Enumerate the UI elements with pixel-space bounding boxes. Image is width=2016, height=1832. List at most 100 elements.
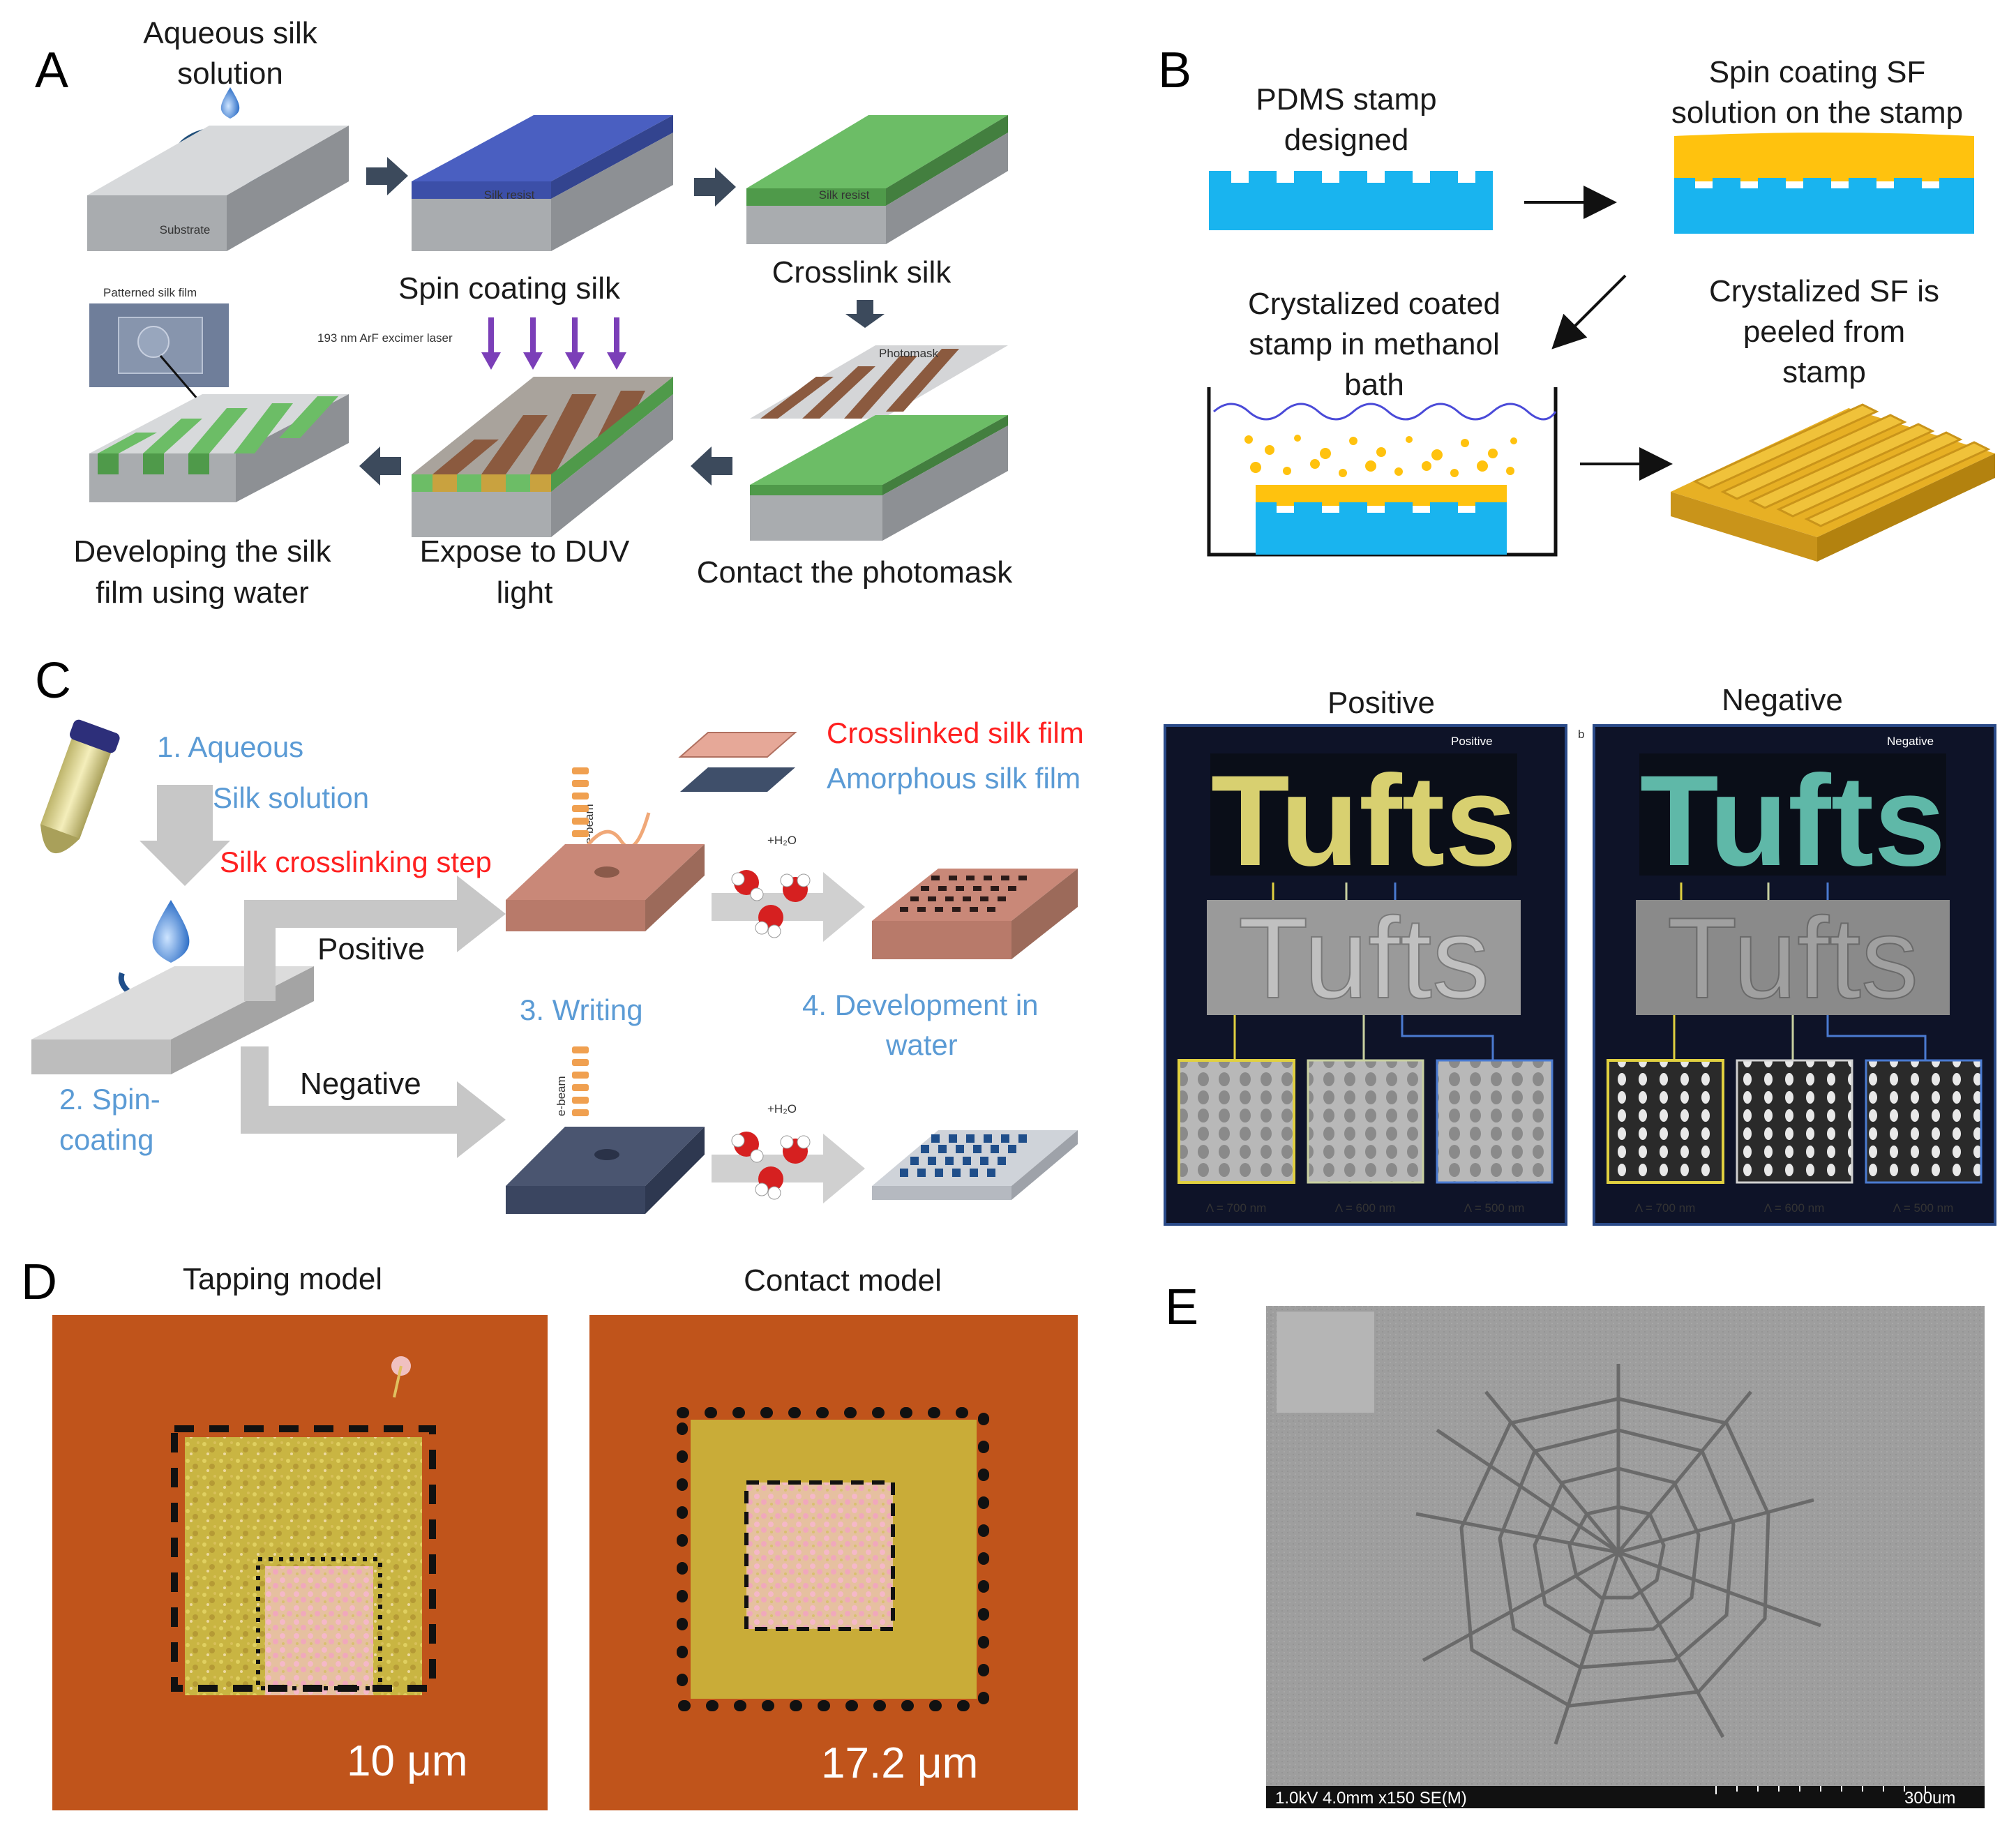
afm-tapping-image: 10 μm [52,1315,548,1810]
water-molecules-pos [731,870,811,938]
panel-e-letter: E [1165,1279,1198,1335]
peeled-label-2: peeled from [1743,315,1905,349]
crosslinked-film-label: Crosslinked silk film [827,716,1084,749]
arrow-right-icon [694,167,736,207]
panel-b: B PDMS stamp designed Spin coating SF so… [1158,43,1995,562]
spin-sf-label-1: Spin coating SF [1709,55,1926,89]
tufts-color-pos: Tufts [1211,749,1517,893]
pdms-stamp-label-2: designed [1284,123,1409,157]
flow-arrows [241,876,506,1158]
crosslinking-step-label: Silk crosslinking step [220,846,492,878]
tufts-positive-figure: Positive Tufts Tufts Λ = 700 nm Λ = 600 … [1164,724,1567,1226]
droplet-icon [152,900,190,963]
ebeam-label-neg: e-beam [555,1076,568,1116]
panel-c-letter: C [35,653,71,709]
tufts-sem-pos: Tufts [1238,894,1490,1022]
silk-resist-label-1: Silk resist [484,188,535,202]
develop-arrow-neg [712,1134,865,1203]
panel-d: D Tapping model Contact model 10 μm 17.2… [21,1254,1078,1810]
silk-tube-icon [40,719,120,853]
crosslink-silk-label: Crosslink silk [772,255,952,290]
step4-label-1: 4. Development in [802,989,1039,1021]
water-molecules-neg [731,1132,811,1200]
panel-b-letter: B [1158,43,1191,98]
positive-tag: Positive [1451,735,1493,748]
coated-stamp [1674,133,1974,234]
develop-arrow-pos [712,872,865,942]
arrow-diag-line [1551,274,1627,350]
contact-photomask-label: Contact the photomask [697,555,1013,590]
lambda-500-neg: Λ = 500 nm [1893,1201,1954,1215]
afm-contact-image: 17.2 μm [589,1315,1078,1810]
arrow-down-icon [845,300,885,328]
pdms-stamp [1209,171,1493,230]
lambda-700-pos: Λ = 700 nm [1206,1201,1267,1215]
lambda-600-pos: Λ = 600 nm [1335,1201,1396,1215]
laser-arrows [481,317,626,370]
laser-label: 193 nm ArF excimer laser [317,331,453,345]
water-label-pos: +H₂O [767,834,797,847]
aqueous-silk-label: Aqueous silk [143,16,317,50]
ebeam-dots-neg [572,1046,589,1116]
contact-model-label: Contact model [744,1263,942,1298]
ebeam-dots-pos [572,767,589,837]
panel-c: C 1. Aqueous Silk solution Silk crosslin… [31,653,1996,1226]
substrate-block: Substrate [87,126,349,251]
scale-label-tapping: 10 μm [347,1737,468,1785]
developing-label-1: Developing the silk [73,534,331,569]
crystalized-label-3: bath [1344,368,1404,402]
water-label-neg: +H₂O [767,1102,797,1116]
peeled-label-3: stamp [1782,355,1866,389]
amorphous-film-label: Amorphous silk film [827,762,1081,795]
arrow-right-icon [366,157,408,195]
tufts-sem-neg: Tufts [1667,894,1919,1022]
peeled-label-1: Crystalized SF is [1709,274,1939,308]
crosslinked-resist-block: Silk resist [746,115,1008,244]
negative-tag: Negative [1887,735,1934,748]
expose-duv-label-2: light [497,576,553,610]
spin-sf-label-2: solution on the stamp [1671,96,1963,130]
droplet-icon [220,87,240,119]
photomask-block: Photomask [750,345,1008,541]
lambda-600-neg: Λ = 600 nm [1764,1201,1825,1215]
panel-d-letter: D [21,1254,57,1310]
sem-info-label: 1.0kV 4.0mm x150 SE(M) [1275,1789,1467,1808]
exposure-block [412,377,673,537]
developed-silk-block [89,394,349,502]
silk-resist-label-2: Silk resist [819,188,870,202]
panel-e: E 1.0kV 4. [1165,1279,1985,1808]
sub-label-b: b [1578,728,1584,741]
pdms-stamp-label-1: PDMS stamp [1256,82,1436,117]
negative-title: Negative [1722,683,1843,717]
crosslinked-film-swatch [678,732,797,758]
crystalized-label-1: Crystalized coated [1248,287,1500,321]
negative-film-block [506,1127,705,1214]
amorphous-film-swatch [680,767,795,792]
spin-substrate [31,966,314,1074]
sem-scale-ticks [1715,1786,1926,1794]
arrow-left-icon [691,446,732,486]
positive-film-block [506,844,705,931]
photomask-label: Photomask [879,347,939,360]
positive-result-block [872,869,1078,959]
developing-label-2: film using water [96,576,309,610]
tapping-model-label: Tapping model [183,1262,382,1296]
negative-result-block [872,1130,1078,1200]
silk-resist-block: Silk resist [412,115,673,251]
panel-a-letter: A [35,43,68,98]
tufts-color-neg: Tufts [1640,749,1946,893]
negative-branch-label: Negative [300,1067,421,1101]
patterned-silk-film-label: Patterned silk film [103,286,197,299]
expose-duv-label-1: Expose to DUV [420,534,630,569]
positive-title: Positive [1327,686,1435,720]
step4-label-2: water [885,1028,958,1061]
scale-label-contact: 17.2 μm [821,1739,978,1787]
peeled-sf-block [1671,403,1995,562]
step3-label: 3. Writing [520,993,643,1026]
sem-scale-label: 300um [1904,1789,1955,1808]
methanol-bath [1207,387,1558,557]
step1-label-1: 1. Aqueous [157,730,303,763]
aqueous-solution-label: solution [177,57,283,91]
spin-coating-silk-label: Spin coating silk [398,271,621,306]
